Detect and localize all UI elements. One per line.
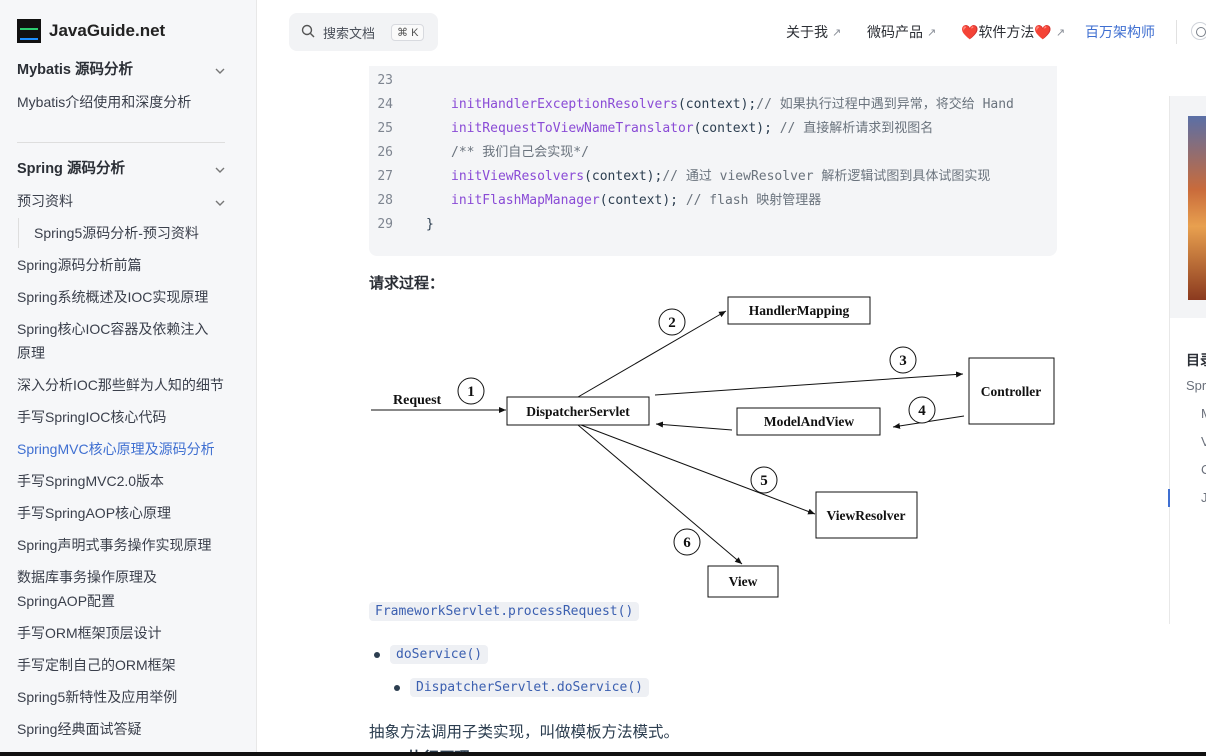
node-handler-mapping-label: HandlerMapping	[749, 303, 850, 318]
node-handler-mapping	[727, 296, 871, 325]
external-link-icon: ↗	[832, 26, 842, 39]
search-icon	[301, 24, 315, 41]
node-view-label: View	[729, 574, 758, 589]
sidebar-item-orm-design[interactable]: 手写ORM框架顶层设计	[17, 625, 162, 641]
node-dispatcher-label: DispatcherServlet	[526, 404, 630, 419]
step-4-badge: 4	[908, 396, 936, 424]
nav-about[interactable]: 关于我↗	[786, 24, 842, 40]
sidebar-group-preview[interactable]: 预习资料	[17, 189, 227, 213]
request-process-heading: 请求过程：	[369, 275, 445, 292]
sidebar-ad-image[interactable]	[1169, 96, 1206, 318]
toc-item[interactable]: J	[1201, 490, 1206, 505]
top-header: 搜索文档 ⌘ K 关于我↗ 微码产品↗ ❤️软件方法❤️↗ 百万架构师	[258, 0, 1206, 64]
site-logo-icon	[17, 19, 41, 43]
step-6-badge: 6	[673, 528, 701, 556]
sidebar-section-mybatis[interactable]: Mybatis 源码分析	[17, 58, 227, 82]
step-2-badge: 2	[658, 308, 686, 336]
sidebar-item-spring-ioc[interactable]: Spring系统概述及IOC实现原理	[17, 289, 209, 305]
node-controller-label: Controller	[981, 384, 1042, 399]
brand[interactable]: JavaGuide.net	[17, 19, 165, 43]
search-label: 搜索文档	[323, 25, 376, 41]
toc-active-indicator	[1168, 489, 1170, 507]
theme-toggle-icon[interactable]	[1191, 22, 1206, 40]
external-link-icon: ↗	[1055, 26, 1066, 39]
sidebar-item-spring-pre[interactable]: Spring源码分析前篇	[17, 257, 142, 273]
svg-text:6: 6	[683, 535, 691, 551]
sidebar-item-handwrite-aop[interactable]: 手写SpringAOP核心原理	[17, 505, 172, 521]
svg-text:1: 1	[467, 384, 475, 400]
toc-rail	[1169, 96, 1206, 624]
toc-item[interactable]: M	[1201, 406, 1206, 421]
list-item: DispatcherServlet.doService()	[394, 678, 649, 697]
step-1-badge: 1	[457, 377, 485, 405]
nav-products[interactable]: 微码产品↗	[867, 24, 937, 40]
node-view	[707, 565, 779, 598]
toc-item[interactable]: C	[1201, 462, 1206, 477]
sidebar-item-transaction[interactable]: Spring声明式事务操作实现原理	[17, 537, 212, 553]
arrow-step-3	[654, 371, 964, 396]
code-block: 23 24 initHandlerExceptionResolvers(cont…	[369, 66, 1057, 256]
step-3-badge: 3	[889, 346, 917, 374]
svg-text:2: 2	[668, 315, 676, 331]
bullet-dot-icon	[394, 684, 400, 691]
toc-item[interactable]: Spring	[1186, 378, 1206, 393]
sidebar-item-spring-interview[interactable]: Spring经典面试答疑	[17, 721, 142, 737]
arrow-step-6	[577, 424, 743, 565]
sidebar-item-handwrite-mvc[interactable]: 手写SpringMVC2.0版本	[17, 473, 165, 489]
arrow-step-2	[577, 310, 727, 398]
search-button[interactable]: 搜索文档 ⌘ K	[289, 13, 438, 51]
node-view-resolver	[815, 491, 918, 539]
svg-text:3: 3	[899, 353, 907, 369]
inline-code: FrameworkServlet.processRequest()	[369, 602, 640, 621]
chevron-down-icon	[213, 62, 227, 76]
bullet-dot-icon	[374, 651, 380, 658]
toc-title: 目录	[1186, 352, 1206, 368]
sidebar-item-ioc-details[interactable]: 深入分析IOC那些鲜为人知的细节	[17, 377, 224, 393]
sidebar-section-spring[interactable]: Spring 源码分析	[17, 157, 227, 181]
sidebar: JavaGuide.net Mybatis 源码分析 Mybatis介绍使用和深…	[0, 0, 257, 756]
header-separator	[1176, 20, 1177, 44]
request-label: Request	[393, 393, 442, 408]
arrow-step-5	[580, 424, 816, 515]
node-model-and-view-label: ModelAndView	[764, 414, 854, 429]
arrow-return	[655, 421, 733, 431]
external-link-icon: ↗	[927, 26, 937, 39]
node-controller	[968, 357, 1055, 425]
sidebar-item-spring-core-ioc-cont[interactable]: 原理	[17, 345, 45, 361]
nav-software-method[interactable]: ❤️软件方法❤️↗	[961, 24, 1066, 40]
sidebar-item-springmvc[interactable]: SpringMVC核心原理及源码分析	[17, 441, 215, 457]
list-item: doService()	[374, 645, 489, 664]
sidebar-item-spring-core-ioc[interactable]: Spring核心IOC容器及依赖注入	[17, 321, 209, 337]
inline-code: DispatcherServlet.doService()	[410, 678, 649, 697]
sidebar-subline	[18, 218, 19, 248]
sidebar-item-spring5-preview[interactable]: Spring5源码分析-预习资料	[34, 225, 199, 241]
inline-code: doService()	[390, 645, 489, 664]
chevron-down-icon	[213, 193, 227, 207]
sidebar-item-spring5-features[interactable]: Spring5新特性及应用举例	[17, 689, 178, 705]
bottom-bar	[0, 752, 1206, 756]
search-shortcut: ⌘ K	[391, 23, 425, 41]
svg-text:5: 5	[760, 473, 768, 489]
chevron-down-icon	[213, 161, 227, 175]
toc-item[interactable]: V	[1201, 434, 1206, 449]
sidebar-item-orm-custom[interactable]: 手写定制自己的ORM框架	[17, 657, 176, 673]
brand-name: JavaGuide.net	[49, 21, 166, 40]
sidebar-item-handwrite-ioc[interactable]: 手写SpringIOC核心代码	[17, 409, 167, 425]
paragraph-template-method: 抽象方法调用子类实现，叫做模板方法模式。	[369, 724, 680, 741]
sidebar-item-db-transaction[interactable]: 数据库事务操作原理及	[17, 569, 157, 585]
svg-text:4: 4	[918, 403, 926, 419]
nav-architect[interactable]: 百万架构师	[1085, 24, 1155, 40]
node-model-and-view	[736, 407, 881, 436]
sidebar-divider	[17, 142, 225, 143]
node-dispatcher-servlet	[506, 396, 650, 426]
node-view-resolver-label: ViewResolver	[827, 508, 906, 523]
framework-call-paragraph: FrameworkServlet.processRequest()	[369, 602, 640, 621]
sidebar-item-mybatis-intro[interactable]: Mybatis介绍使用和深度分析	[17, 94, 192, 110]
springmvc-flow-diagram: Request DispatcherServlet HandlerMapping…	[371, 296, 1055, 598]
step-5-badge: 5	[750, 466, 778, 494]
sidebar-item-db-transaction-cont[interactable]: SpringAOP配置	[17, 593, 116, 609]
